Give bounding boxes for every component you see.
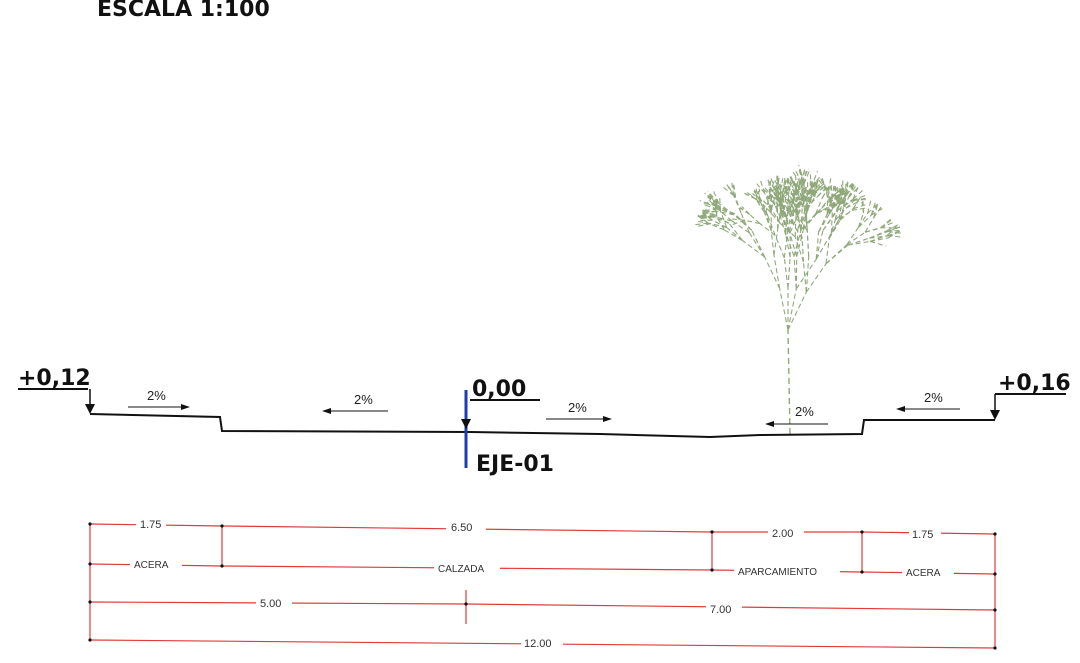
slope-label: 2% — [147, 388, 166, 403]
slope-arrow-1: 2% — [128, 388, 190, 410]
left-level-marker: +0,12 — [18, 366, 95, 414]
dim-acera-right-width: 1.75 — [912, 529, 933, 541]
segment-aparcamiento: APARCAMIENTO — [738, 567, 817, 578]
dimension-block: 1.75 6.50 2.00 1.75 ACERA CALZADA APARCA… — [88, 517, 997, 650]
center-axis-marker: 0,00 EJE-01 — [461, 377, 554, 477]
slope-label: 2% — [354, 392, 373, 407]
dim-half-right: 7.00 — [710, 604, 731, 616]
slope-arrow-3: 2% — [546, 400, 612, 422]
slope-label: 2% — [568, 400, 587, 415]
dim-acera-left-width: 1.75 — [140, 519, 161, 531]
road-section-profile — [89, 413, 995, 439]
right-level-value: +0,16 — [998, 371, 1071, 396]
center-level-value: 0,00 — [472, 377, 526, 402]
dim-half-left: 5.00 — [260, 598, 281, 610]
right-level-marker: +0,16 — [990, 371, 1071, 420]
dim-aparcamiento-width: 2.00 — [772, 528, 793, 540]
segment-acera-right: ACERA — [906, 568, 941, 579]
left-level-value: +0,12 — [18, 366, 91, 391]
dim-calzada-width: 6.50 — [451, 522, 472, 534]
segment-acera-left: ACERA — [134, 560, 169, 571]
segment-calzada: CALZADA — [438, 564, 484, 575]
axis-label: EJE-01 — [476, 452, 554, 477]
slope-label: 2% — [924, 390, 943, 405]
slope-label: 2% — [795, 404, 814, 419]
slope-arrow-4: 2% — [765, 404, 828, 427]
tree-icon — [693, 164, 903, 435]
dim-total-width: 12.00 — [524, 638, 552, 650]
slope-arrow-2: 2% — [322, 392, 388, 414]
slope-arrow-5: 2% — [896, 390, 960, 412]
scale-title: ESCALA 1:100 — [97, 0, 270, 22]
